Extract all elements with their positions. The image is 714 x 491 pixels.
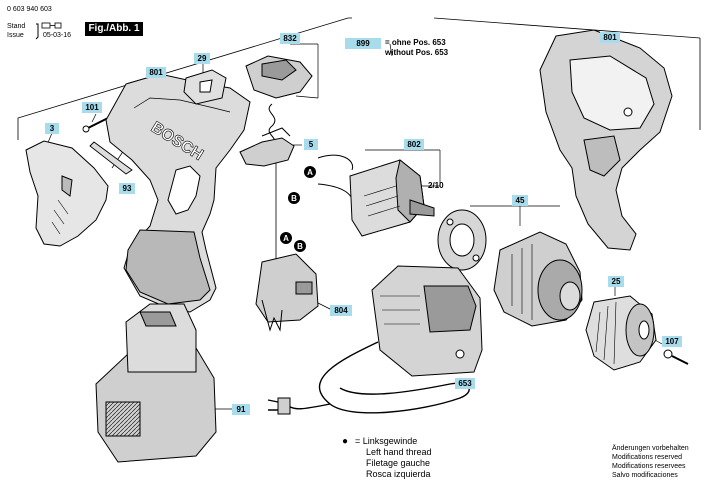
part-tag-804: 804 xyxy=(330,305,352,316)
part-tag-832: 832 xyxy=(280,33,300,44)
part-801-housing-right xyxy=(539,29,673,251)
part-832-switch-assembly xyxy=(245,55,313,147)
part-93-brush xyxy=(89,141,133,175)
ratio-label: 2/10 xyxy=(428,181,444,190)
part-tag-101: 101 xyxy=(82,102,102,113)
part-tag-5: 5 xyxy=(304,139,318,150)
part-tag-802: 802 xyxy=(404,139,424,150)
document-number: 0 603 940 603 xyxy=(7,6,52,13)
left-thread-bullet: ● xyxy=(342,436,349,447)
connector-marker-a-near-switch: A xyxy=(280,232,292,244)
modifications-de: Änderungen vorbehalten xyxy=(612,445,689,452)
part-tag-107: 107 xyxy=(662,336,682,347)
svg-text:A: A xyxy=(283,234,289,243)
part-tag-801-right: 801 xyxy=(600,32,620,43)
issue-date: 05-03-16 xyxy=(43,32,72,39)
part-tag-653: 653 xyxy=(455,378,475,389)
callout-899-line1: = ohne Pos. 653 xyxy=(385,38,446,47)
left-thread-fr: Filetage gauche xyxy=(366,458,431,468)
issue-label: Issue xyxy=(7,32,24,39)
svg-text:B: B xyxy=(291,194,297,203)
part-45-gearbox xyxy=(493,231,583,327)
part-25-chuck xyxy=(585,295,657,371)
part-tag-801-left: 801 xyxy=(146,67,166,78)
modifications-es: Salvo modificaciones xyxy=(612,472,678,479)
connector-b-icon xyxy=(288,192,300,204)
svg-text:A: A xyxy=(307,168,313,177)
part-653-charger xyxy=(267,265,483,415)
modifications-fr: Modifications reservees xyxy=(612,463,686,470)
part-5-button xyxy=(239,127,295,167)
part-tag-899: 899 xyxy=(345,38,381,49)
left-thread-en: Left hand thread xyxy=(366,447,432,457)
part-101-screw xyxy=(82,117,109,133)
connector-marker-b-near-motor: B xyxy=(288,192,300,204)
part-29-switch xyxy=(183,69,227,105)
left-thread-de: = Linksgewinde xyxy=(355,436,418,446)
part-804-switch-module xyxy=(255,253,319,332)
part-801-housing-left xyxy=(105,73,251,313)
part-91-battery-pack xyxy=(95,303,217,463)
callout-899-line2: without Pos. 653 xyxy=(385,48,449,57)
part-tag-93: 93 xyxy=(119,183,135,194)
part-tag-25: 25 xyxy=(608,276,624,287)
figure-label: Fig./Abb. 1 xyxy=(85,22,143,36)
part-tag-45: 45 xyxy=(512,195,528,206)
part-tag-29: 29 xyxy=(194,53,210,64)
svg-text:B: B xyxy=(297,242,303,251)
part-3-side-cover xyxy=(25,140,109,247)
connector-marker-b-near-switch: B xyxy=(294,240,306,252)
connector-a-icon xyxy=(304,166,316,178)
part-tag-91: 91 xyxy=(232,404,250,415)
part-802-motor xyxy=(317,154,435,237)
stand-label: Stand xyxy=(7,23,26,30)
part-tag-3: 3 xyxy=(45,123,59,134)
stand-symbol-icon xyxy=(35,22,62,40)
part-107-screw xyxy=(663,349,689,365)
connector-marker-a-near-motor: A xyxy=(304,166,316,178)
left-thread-es: Rosca izquierda xyxy=(366,469,431,479)
modifications-en: Modifications reserved xyxy=(612,454,683,461)
part-45-gear-ring xyxy=(437,209,487,271)
